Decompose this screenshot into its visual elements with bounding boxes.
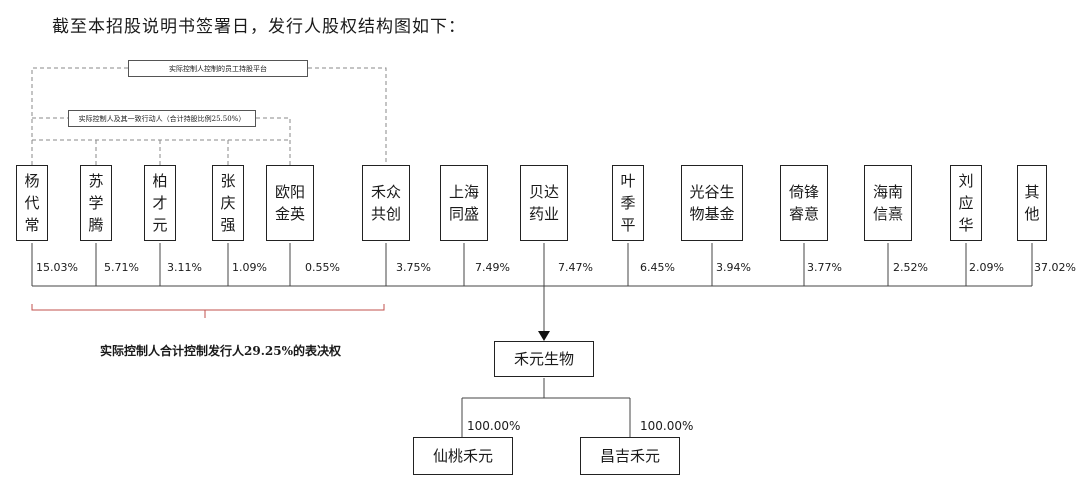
- shareholder-pct-4: 1.09%: [232, 261, 267, 274]
- subsidiary-pct-1: 100.00%: [467, 419, 521, 433]
- shareholder-pct-13: 2.09%: [969, 261, 1004, 274]
- dashed-group-lines: [31, 67, 387, 165]
- shareholder-pct-11: 3.77%: [807, 261, 842, 274]
- shareholder-pct-2: 5.71%: [104, 261, 139, 274]
- shareholder-pct-3: 3.11%: [167, 261, 202, 274]
- shareholder-box-8: 贝达 药业: [520, 165, 568, 241]
- shareholder-box-5: 欧阳 金英: [266, 165, 314, 241]
- shareholder-pct-5: 0.55%: [305, 261, 340, 274]
- subsidiary-box-2: 昌吉禾元: [580, 437, 680, 475]
- issuer-box: 禾元生物: [494, 341, 594, 377]
- page-heading: 截至本招股说明书签署日，发行人股权结构图如下：: [52, 17, 466, 37]
- shareholder-box-2: 苏 学 腾: [80, 165, 112, 241]
- shareholder-pct-12: 2.52%: [893, 261, 928, 274]
- subsidiary-box-1: 仙桃禾元: [413, 437, 513, 475]
- shareholder-pct-8: 7.47%: [558, 261, 593, 274]
- platform-label: 实际控制人控制的员工持股平台: [128, 60, 308, 77]
- shareholder-box-12: 海南 信熹: [864, 165, 912, 241]
- shareholder-pct-7: 7.49%: [475, 261, 510, 274]
- concert-label: 实际控制人及其一致行动人（合计持股比例25.50%）: [68, 110, 256, 127]
- shareholder-box-9: 叶 季 平: [612, 165, 644, 241]
- shareholder-pct-14: 37.02%: [1034, 261, 1076, 274]
- shareholder-pct-10: 3.94%: [716, 261, 751, 274]
- control-brace: [31, 304, 385, 318]
- shareholder-box-11: 倚锋 睿意: [780, 165, 828, 241]
- shareholder-pct-6: 3.75%: [396, 261, 431, 274]
- shareholder-pct-9: 6.45%: [640, 261, 675, 274]
- subsidiary-pct-2: 100.00%: [640, 419, 694, 433]
- shareholder-box-13: 刘 应 华: [950, 165, 982, 241]
- shareholder-box-10: 光谷生 物基金: [681, 165, 743, 241]
- solid-connectors: [31, 243, 1033, 437]
- shareholder-box-6: 禾众 共创: [362, 165, 410, 241]
- shareholder-box-4: 张 庆 强: [212, 165, 244, 241]
- shareholder-box-7: 上海 同盛: [440, 165, 488, 241]
- arrow-head: [538, 331, 550, 341]
- shareholder-box-3: 柏 才 元: [144, 165, 176, 241]
- shareholder-box-1: 杨 代 常: [16, 165, 48, 241]
- control-note: 实际控制人合计控制发行人29.25%的表决权: [100, 344, 341, 358]
- shareholder-box-14: 其 他: [1017, 165, 1047, 241]
- shareholder-pct-1: 15.03%: [36, 261, 78, 274]
